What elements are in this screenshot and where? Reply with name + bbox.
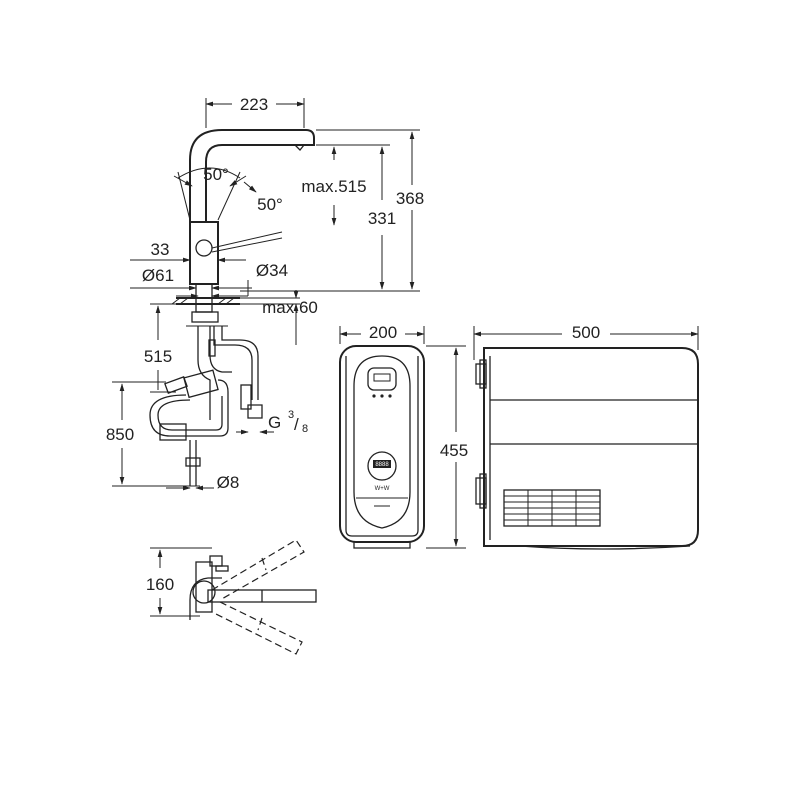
dim-thread-slash: / (294, 415, 299, 434)
boiler-display-bottom: W+W (375, 486, 390, 492)
faucet-front-view: 223 50° 50° 33 Ø61 Ø34 max.60 max.515 (106, 94, 424, 492)
boiler-front-view: 8888 W+W 200 455 (339, 322, 468, 549)
dim-projection: 160 (146, 575, 174, 594)
dim-spout-reach: 223 (240, 95, 268, 114)
dim-hose-length: 515 (144, 347, 172, 366)
dim-thread-prefix: G (268, 413, 281, 432)
dim-total-height: 368 (396, 189, 424, 208)
dim-boiler-height: 455 (440, 441, 468, 460)
dim-max-deck-thickness: max.60 (262, 298, 318, 317)
dim-max-pullout: max.515 (301, 177, 366, 196)
dim-total-hose-length: 850 (106, 425, 134, 444)
dim-thread-numerator: 3 (288, 409, 294, 421)
dim-swivel-angle-top: 50° (203, 165, 229, 184)
dim-boiler-width: 200 (369, 323, 397, 342)
dim-hole-diameter: Ø34 (256, 261, 288, 280)
dim-swivel-angle-side: 50° (257, 195, 283, 214)
faucet-top-view: 160 (146, 539, 317, 655)
boiler-side-view: 500 (473, 322, 699, 550)
dim-boiler-depth: 500 (572, 323, 600, 342)
boiler-display-top: 8888 (375, 462, 389, 468)
dim-spout-height: 331 (368, 209, 396, 228)
dim-thread-denominator: 8 (302, 423, 308, 435)
dim-handle-offset: 33 (151, 240, 170, 259)
dim-pipe-diameter: Ø8 (217, 473, 240, 492)
dim-base-diameter: Ø61 (142, 266, 174, 285)
